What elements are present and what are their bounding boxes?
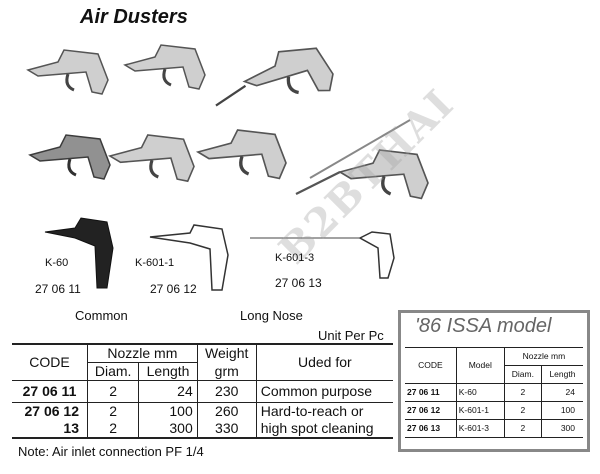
- header-length: Length: [540, 365, 583, 384]
- model-code: 27 06 11: [35, 282, 81, 296]
- cell-length: 24: [540, 383, 583, 402]
- air-gun-image: [28, 133, 112, 181]
- air-gun-image: [123, 43, 207, 91]
- header-weight: Weight: [196, 344, 257, 363]
- cell-diam: 2: [503, 419, 542, 438]
- caption-long-nose: Long Nose: [240, 308, 303, 323]
- table-row: 27 06 11 2 24 230 Common purpose: [12, 380, 393, 403]
- air-gun-image: [215, 40, 338, 109]
- model-label: K-601-1: [135, 257, 175, 269]
- unit-label: Unit Per Pc: [318, 328, 384, 343]
- header-diam: Diam.: [86, 362, 139, 381]
- cell-code: 27 06 11: [22, 383, 77, 399]
- product-illustrations: [26, 40, 430, 291]
- cell-length: 300: [138, 420, 198, 438]
- cell-length: 24: [138, 380, 198, 403]
- header-model: Model: [455, 347, 505, 384]
- cell-used: Common purpose: [255, 380, 393, 403]
- air-gun-image: [108, 133, 196, 183]
- cell-model: K-601-3: [455, 419, 505, 438]
- issa-title: '86 ISSA model: [415, 315, 552, 337]
- caption-common: Common: [75, 308, 128, 323]
- cell-weight: 260: [196, 402, 257, 420]
- table-note: Note: Air inlet connection PF 1/4: [18, 444, 204, 459]
- cell-length: 100: [138, 402, 198, 420]
- header-diam: Diam.: [503, 365, 542, 384]
- table-row: 27 06 13 K-601-3 2 300: [405, 419, 583, 438]
- page-title: Air Dusters: [80, 6, 188, 28]
- header-used-for: Uded for: [255, 344, 393, 381]
- cell-diam: 2: [503, 383, 542, 402]
- cell-code: 13: [63, 420, 79, 436]
- header-code: CODE: [405, 347, 457, 384]
- cell-weight: 230: [196, 380, 257, 403]
- header-nozzle: Nozzle mm: [503, 347, 583, 366]
- cell-diam: 2: [86, 402, 139, 420]
- model-label: K-60: [45, 257, 69, 269]
- header-code: CODE: [29, 354, 70, 370]
- cell-code: 27 06 12: [24, 403, 80, 419]
- cell-diam: 2: [86, 380, 139, 403]
- cell-code: 27 06 11: [405, 383, 457, 402]
- spec-table: CODE Nozzle mm Weight Uded for Diam. Len…: [12, 343, 393, 439]
- issa-table: CODE Model Nozzle mm Diam. Length 27 06 …: [405, 347, 583, 438]
- model-code: 27 06 12: [150, 282, 197, 296]
- table-row: 27 06 11 K-60 2 24: [405, 383, 583, 402]
- cell-model: K-60: [455, 383, 505, 402]
- cell-used: high spot cleaning: [255, 420, 393, 438]
- model-label: K-601-3: [275, 252, 315, 264]
- air-gun-image-k60: [44, 217, 114, 289]
- cell-used: Hard-to-reach or: [255, 402, 393, 420]
- model-code: 27 06 13: [275, 276, 322, 290]
- cell-weight: 330: [196, 420, 257, 438]
- cell-diam: 2: [503, 401, 542, 420]
- air-gun-image-k601-3: [250, 231, 395, 279]
- air-gun-image: [295, 148, 430, 201]
- table-row: 27 06 12 K-601-1 2 100: [405, 401, 583, 420]
- cell-code: 27 06 13: [405, 419, 457, 438]
- cell-length: 100: [540, 401, 583, 420]
- air-gun-image: [196, 128, 288, 181]
- air-gun-image: [26, 48, 110, 96]
- header-length: Length: [138, 362, 198, 381]
- issa-model-box: '86 ISSA model CODE Model Nozzle mm Diam…: [398, 310, 590, 452]
- cell-model: K-601-1: [455, 401, 505, 420]
- header-weight-unit: grm: [196, 362, 257, 381]
- table-row: 27 06 12 2 100 260 Hard-to-reach or: [12, 402, 393, 420]
- air-gun-image-k601-1: [149, 224, 229, 291]
- cell-length: 300: [540, 419, 583, 438]
- table-row: 13 2 300 330 high spot cleaning: [12, 420, 393, 438]
- cell-code: 27 06 12: [405, 401, 457, 420]
- cell-diam: 2: [86, 420, 139, 438]
- header-nozzle: Nozzle mm: [87, 344, 198, 363]
